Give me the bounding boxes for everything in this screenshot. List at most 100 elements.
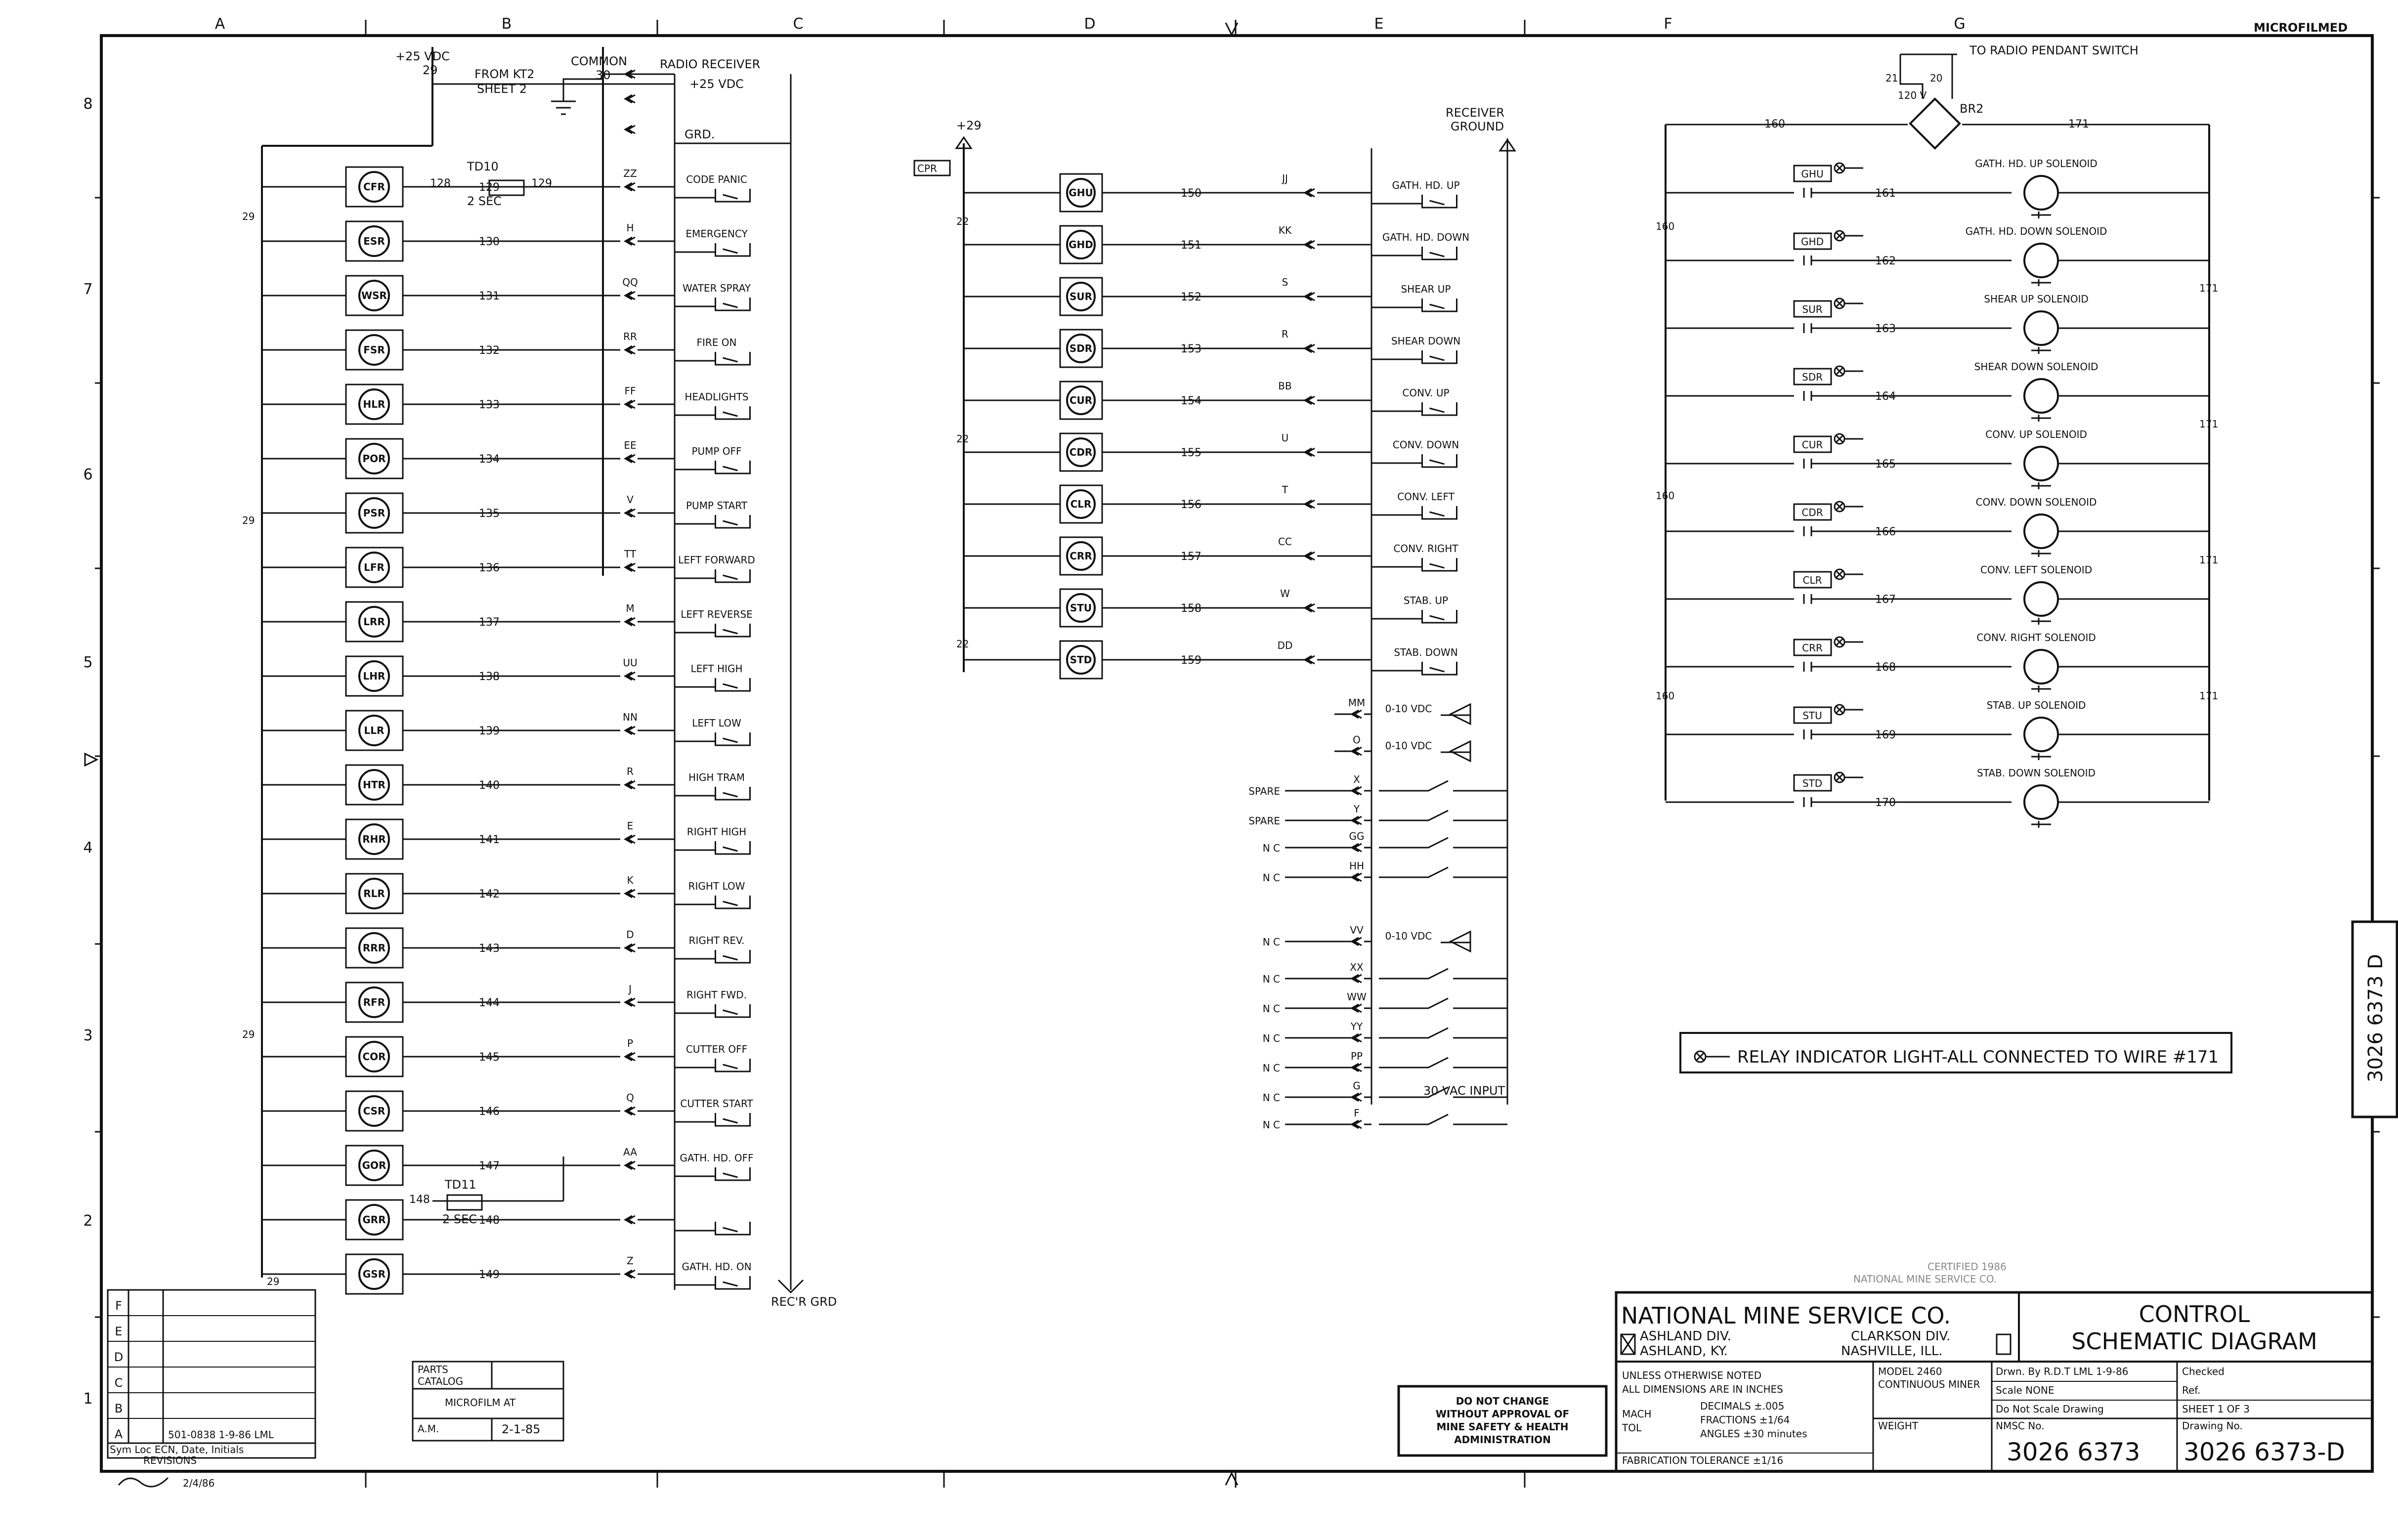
receiver-terminal: D — [626, 929, 634, 941]
pendant-wire — [1899, 53, 1957, 99]
relay-label: GHU — [1801, 168, 1823, 180]
relay-label: PSR — [363, 507, 385, 519]
rung-wire-number: 156 — [1181, 499, 1201, 511]
drawing-title-2: SCHEMATIC DIAGRAM — [2071, 1328, 2317, 1355]
relay-coil-icon — [358, 1204, 390, 1236]
relay-label: GSR — [363, 1268, 385, 1280]
grid-row-label: 8 — [83, 95, 92, 113]
connector-icon — [1303, 603, 1315, 613]
relay-bracket — [345, 1036, 404, 1077]
relay-bracket — [1059, 173, 1103, 213]
spare-label: N C — [1263, 936, 1280, 948]
connector-icon — [1303, 447, 1315, 457]
rung-wire-number: 150 — [1181, 187, 1201, 200]
center-arrow-icon — [1225, 1471, 1239, 1486]
ground-arrow-icon — [777, 1279, 804, 1294]
relay-bracket — [345, 329, 404, 371]
contact-icon — [675, 950, 751, 964]
solenoid-label: CONV. RIGHT SOLENOID — [1976, 632, 2096, 643]
spare-label: N C — [1263, 842, 1280, 854]
receiver-terminal: RR — [623, 331, 637, 342]
connector-icon — [1350, 843, 1362, 853]
relay-coil-icon — [358, 1150, 390, 1181]
function-label: RIGHT LOW — [688, 880, 745, 892]
rung-wire-number: 135 — [479, 508, 500, 520]
relay-label: GHU — [1069, 187, 1093, 199]
relay-bracket — [345, 1199, 404, 1241]
relay-contact-box — [1793, 368, 1832, 385]
rung-wire-number: 142 — [479, 888, 500, 900]
vac-input-text: 30 VAC INPUT — [1423, 1084, 1505, 1098]
receiver-terminal: DD — [1278, 640, 1293, 651]
grid-column-label: G — [1954, 15, 1965, 33]
connector-icon — [1350, 709, 1362, 719]
function-label: HEADLIGHTS — [685, 391, 748, 403]
receiver-terminal: R — [627, 766, 634, 777]
relay-contact-box — [1793, 232, 1832, 250]
connector-icon — [1350, 815, 1362, 825]
rung-wire-number: 169 — [1875, 729, 1896, 741]
contact-icon — [675, 732, 751, 746]
rung-wire-number: 155 — [1181, 447, 1201, 459]
solenoid-label: CONV. UP SOLENOID — [1985, 428, 2087, 440]
relay-coil-icon — [1066, 593, 1096, 623]
relay-bracket — [345, 601, 404, 642]
nmsc-label: NMSC No. — [1996, 1420, 2044, 1432]
indicator-light-icon — [1835, 638, 1863, 646]
grid-column-label: D — [1084, 15, 1095, 33]
trunk-wire-label: 29 — [242, 1028, 255, 1040]
receiver-terminal: Q — [626, 1092, 634, 1104]
indicator-light-icon — [1835, 231, 1863, 240]
decimals-tol: DECIMALS ±.005 — [1700, 1400, 1784, 1412]
rung-wire-number: 170 — [1875, 797, 1896, 809]
receiver-terminal: EE — [624, 439, 636, 451]
trunk-wire-label: 29 — [267, 1276, 279, 1287]
scale: Scale NONE — [1996, 1384, 2054, 1396]
relay-coil-icon — [1066, 437, 1096, 467]
relay-contact-box — [1793, 774, 1832, 792]
tol-label: TOL — [1622, 1422, 1642, 1434]
function-label: 0-10 VDC — [1385, 740, 1432, 752]
receiver-terminal: T — [1282, 484, 1288, 496]
stamp-date: 2-1-85 — [502, 1422, 540, 1436]
relay-coil-icon — [358, 1095, 390, 1127]
contact-icon — [675, 896, 751, 909]
diode-icon — [2031, 279, 2051, 286]
indicator-note-box — [1679, 1032, 2232, 1073]
analog-output-icon — [1441, 740, 1471, 763]
revision-letter: D — [114, 1350, 123, 1364]
relay-label: STD — [1070, 654, 1092, 666]
connector-icon — [1303, 551, 1315, 561]
relay-label: FSR — [363, 344, 385, 356]
function-label: GATH. HD. UP — [1392, 179, 1459, 191]
warning-line-4: ADMINISTRATION — [1454, 1434, 1551, 1446]
connector-icon — [623, 617, 636, 627]
relay-label: CRR — [1070, 550, 1092, 562]
receiver-terminal: W — [1280, 588, 1290, 599]
connector-icon — [1350, 1063, 1362, 1072]
receiver-terminal: Z — [627, 1255, 634, 1267]
connector-icon — [623, 1215, 636, 1225]
connector-icon — [623, 182, 636, 192]
relay-label: GOR — [362, 1159, 386, 1171]
connector-icon — [623, 726, 636, 735]
side-wire: 22 — [956, 433, 969, 445]
connector-icon — [1303, 240, 1315, 250]
from-label: FROM KT2 — [474, 67, 535, 81]
timer-td10-wire-in: 128 — [430, 177, 451, 190]
function-label: CUTTER OFF — [686, 1043, 747, 1055]
contact-icon — [1379, 1086, 1507, 1098]
relay-label: SUR — [1802, 303, 1822, 315]
vdc29-label: +29 — [956, 119, 982, 132]
center-arrow-icon — [1225, 22, 1239, 37]
rung-wire-number: 134 — [479, 453, 500, 466]
indicator-light-icon — [1835, 299, 1863, 308]
indicator-light-icon — [1835, 367, 1863, 376]
contact-icon — [1371, 402, 1457, 416]
model-label: MODEL 2460 — [1878, 1366, 1942, 1377]
grid-column-label: C — [793, 15, 804, 33]
diode-icon — [2031, 821, 2051, 828]
contact-icon — [675, 515, 751, 529]
function-label: CODE PANIC — [686, 173, 747, 185]
relay-bracket — [345, 275, 404, 316]
